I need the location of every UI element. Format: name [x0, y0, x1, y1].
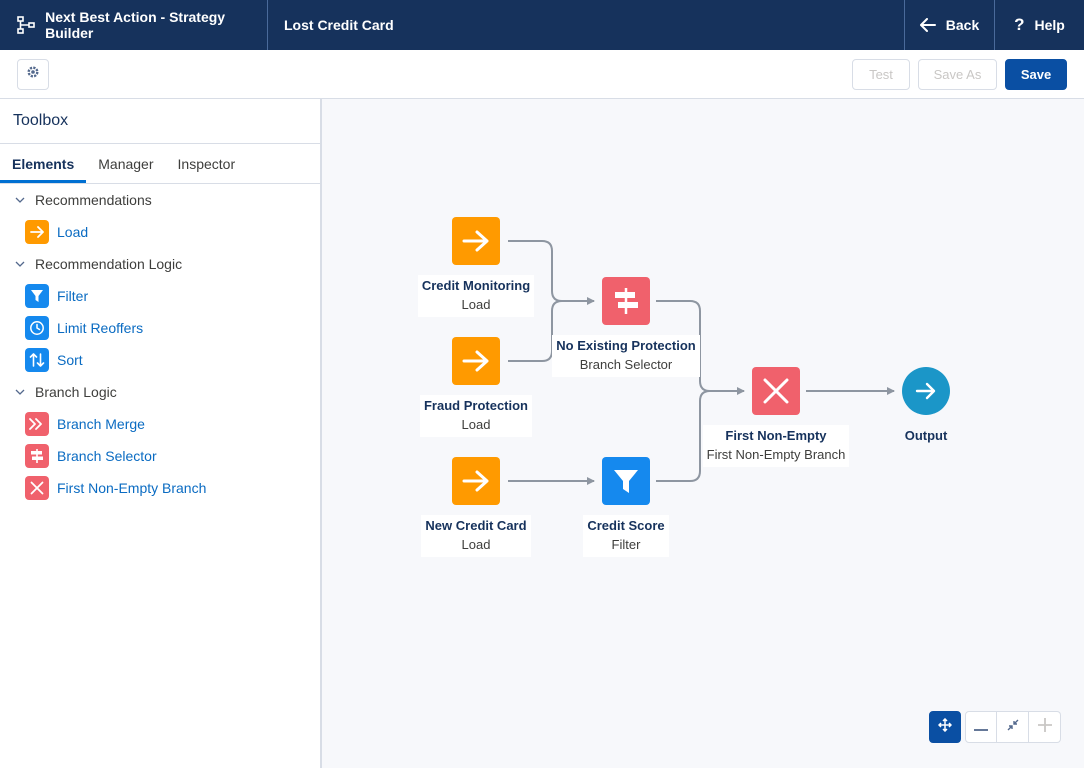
save-as-button[interactable]: Save As — [918, 59, 997, 90]
arrow-right-icon — [25, 220, 49, 244]
toolbar: Test Save As Save — [0, 50, 1084, 99]
test-button[interactable]: Test — [852, 59, 910, 90]
toolbox-item-filter[interactable]: Filter — [0, 280, 320, 312]
node-label: New Credit Card Load — [421, 515, 531, 557]
node-name: Credit Score — [587, 518, 665, 533]
arrow-right-icon — [452, 457, 500, 505]
filter-icon — [25, 284, 49, 308]
node-new-credit-card[interactable]: New Credit Card Load — [416, 457, 536, 557]
node-first-non-empty[interactable]: First Non-Empty First Non-Empty Branch — [696, 367, 856, 467]
toolbox-tabs: Elements Manager Inspector — [0, 144, 320, 184]
node-name: No Existing Protection — [556, 338, 696, 353]
plus-icon — [1037, 717, 1052, 737]
back-button[interactable]: Back — [904, 0, 994, 50]
node-output[interactable]: Output — [866, 367, 986, 448]
item-label: Branch Merge — [57, 416, 145, 432]
back-label: Back — [945, 17, 980, 33]
signpost-icon — [602, 277, 650, 325]
question-icon: ? — [1014, 15, 1025, 34]
tab-elements[interactable]: Elements — [0, 144, 87, 183]
help-label: Help — [1034, 17, 1065, 33]
group-label: Recommendations — [35, 192, 152, 208]
group-branch-logic[interactable]: Branch Logic — [0, 376, 320, 408]
help-button[interactable]: ? Help — [994, 0, 1084, 50]
clock-icon — [25, 316, 49, 340]
node-credit-monitoring[interactable]: Credit Monitoring Load — [416, 217, 536, 317]
item-label: Sort — [57, 352, 83, 368]
node-label: Fraud Protection Load — [419, 395, 532, 437]
zoom-out-button[interactable] — [965, 711, 997, 743]
node-name: Output — [904, 428, 948, 443]
node-no-existing-protection[interactable]: No Existing Protection Branch Selector — [546, 277, 706, 377]
node-label: Credit Score Filter — [583, 515, 669, 557]
app-title-area: Next Best Action - Strategy Builder — [0, 0, 268, 50]
toolbox-panel: Toolbox Elements Manager Inspector Recom… — [0, 99, 322, 768]
node-label: First Non-Empty First Non-Empty Branch — [702, 425, 850, 467]
tab-inspector[interactable]: Inspector — [177, 155, 236, 172]
minus-icon — [974, 718, 988, 736]
toolbox-item-first-non-empty-branch[interactable]: First Non-Empty Branch — [0, 472, 320, 504]
item-label: Branch Selector — [57, 448, 157, 464]
chevron-down-icon — [15, 197, 27, 203]
gear-icon — [26, 65, 40, 84]
connector-lines — [508, 240, 895, 485]
node-type: Load — [461, 297, 491, 312]
node-type: Load — [461, 537, 491, 552]
node-type: First Non-Empty Branch — [706, 447, 846, 462]
arrow-right-icon — [452, 217, 500, 265]
node-label: Output — [901, 425, 952, 448]
node-label: No Existing Protection Branch Selector — [552, 335, 700, 377]
contract-icon — [1007, 718, 1019, 736]
item-label: Limit Reoffers — [57, 320, 144, 336]
node-name: Fraud Protection — [423, 398, 528, 413]
chevron-down-icon — [15, 389, 27, 395]
tab-manager[interactable]: Manager — [98, 155, 154, 172]
arrow-left-icon — [919, 18, 936, 32]
move-icon — [937, 717, 953, 737]
node-name: Credit Monitoring — [421, 278, 531, 293]
save-button[interactable]: Save — [1005, 59, 1067, 90]
sort-icon — [25, 348, 49, 372]
node-name: First Non-Empty — [725, 428, 827, 443]
item-label: Filter — [57, 288, 89, 304]
arrow-right-icon — [452, 337, 500, 385]
zoom-controls — [929, 711, 1061, 743]
node-type: Filter — [611, 537, 641, 552]
strategy-builder-icon — [16, 15, 35, 35]
toolbox-item-branch-merge[interactable]: Branch Merge — [0, 408, 320, 440]
toolbox-item-branch-selector[interactable]: Branch Selector — [0, 440, 320, 472]
app-header: Next Best Action - Strategy Builder Lost… — [0, 0, 1084, 50]
group-label: Branch Logic — [35, 384, 117, 400]
toolbox-item-limit-reoffers[interactable]: Limit Reoffers — [0, 312, 320, 344]
pan-button[interactable] — [929, 711, 961, 743]
x-icon — [25, 476, 49, 500]
app-title: Next Best Action - Strategy Builder — [45, 9, 226, 41]
group-recommendation-logic[interactable]: Recommendation Logic — [0, 248, 320, 280]
toolbox-title: Toolbox — [0, 99, 320, 144]
chevron-down-icon — [15, 261, 27, 267]
node-fraud-protection[interactable]: Fraud Protection Load — [416, 337, 536, 437]
node-type: Branch Selector — [579, 357, 673, 372]
filter-icon — [602, 457, 650, 505]
node-credit-score[interactable]: Credit Score Filter — [566, 457, 686, 557]
item-label: First Non-Empty Branch — [57, 480, 207, 496]
arrow-right-icon — [902, 367, 950, 415]
node-name: New Credit Card — [425, 518, 527, 533]
x-icon — [752, 367, 800, 415]
fit-to-screen-button[interactable] — [997, 711, 1029, 743]
item-label: Load — [57, 224, 89, 240]
strategy-title: Lost Credit Card — [284, 17, 394, 33]
node-type: Load — [461, 417, 491, 432]
toolbox-item-load[interactable]: Load — [0, 216, 320, 248]
toolbox-item-sort[interactable]: Sort — [0, 344, 320, 376]
merge-icon — [25, 412, 49, 436]
group-recommendations[interactable]: Recommendations — [0, 184, 320, 216]
group-label: Recommendation Logic — [35, 256, 183, 272]
node-label: Credit Monitoring Load — [417, 275, 535, 317]
signpost-icon — [25, 444, 49, 468]
strategy-canvas[interactable]: Credit Monitoring Load Fraud Protection … — [322, 99, 1084, 768]
zoom-in-button[interactable] — [1029, 711, 1061, 743]
settings-button[interactable] — [17, 59, 49, 90]
